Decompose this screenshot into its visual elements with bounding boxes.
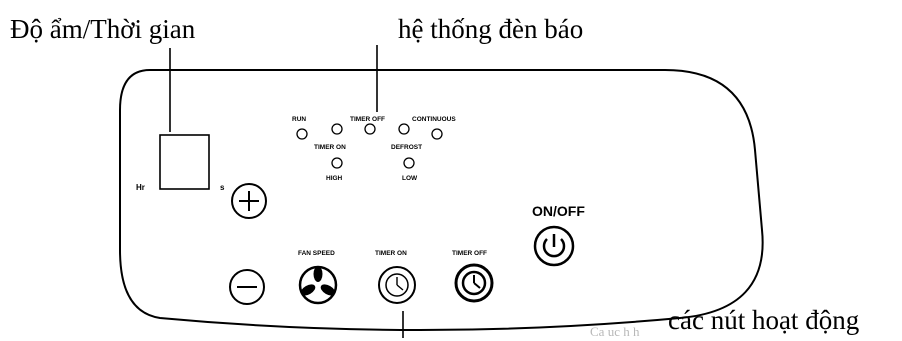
indicator-label-high: HIGH — [326, 175, 343, 182]
timer-on-button[interactable] — [378, 266, 416, 304]
caption-humidity-time: Độ ẩm/Thời gian — [10, 14, 196, 44]
fan-speed-button-label: FAN SPEED — [298, 250, 335, 257]
clock-icon — [461, 270, 487, 296]
fan-icon — [300, 266, 336, 296]
indicator-label-low: LOW — [402, 175, 418, 182]
indicator-led-defrost — [398, 123, 410, 135]
indicator-led-timer-off — [364, 123, 376, 135]
plus-button[interactable] — [231, 183, 267, 219]
indicator-label-continuous: CONTINUOUS — [412, 116, 456, 123]
timer-off-button[interactable] — [454, 263, 494, 303]
indicator-led-high — [331, 157, 343, 169]
indicator-led-low — [403, 157, 415, 169]
panel-outline — [119, 69, 764, 331]
power-icon — [542, 234, 566, 258]
indicator-label-run: RUN — [292, 116, 306, 123]
minus-button[interactable] — [229, 269, 265, 305]
timer-on-button-label: TIMER ON — [375, 250, 407, 257]
indicator-label-timer-on: TIMER ON — [314, 144, 346, 151]
display-label-hr: Hr — [136, 183, 145, 192]
caption-indicator-system: hệ thống đèn báo — [398, 14, 584, 44]
fan-speed-button[interactable] — [298, 265, 338, 305]
timer-off-button-label: TIMER OFF — [452, 250, 487, 257]
on-off-button-label: ON/OFF — [532, 203, 585, 219]
indicator-led-run — [296, 128, 308, 140]
clock-icon — [385, 273, 409, 297]
indicator-label-timer-off: TIMER OFF — [350, 116, 385, 123]
power-button[interactable] — [533, 225, 575, 267]
caption-operation-buttons: các nút hoạt động — [668, 305, 860, 335]
faded-text: Ca uc h h — [590, 324, 640, 339]
humidity-time-display — [159, 134, 210, 190]
indicator-led-continuous — [431, 128, 443, 140]
indicator-led-timer-on — [331, 123, 343, 135]
display-label-s: s — [220, 183, 225, 192]
indicator-label-defrost: DEFROST — [391, 144, 422, 151]
